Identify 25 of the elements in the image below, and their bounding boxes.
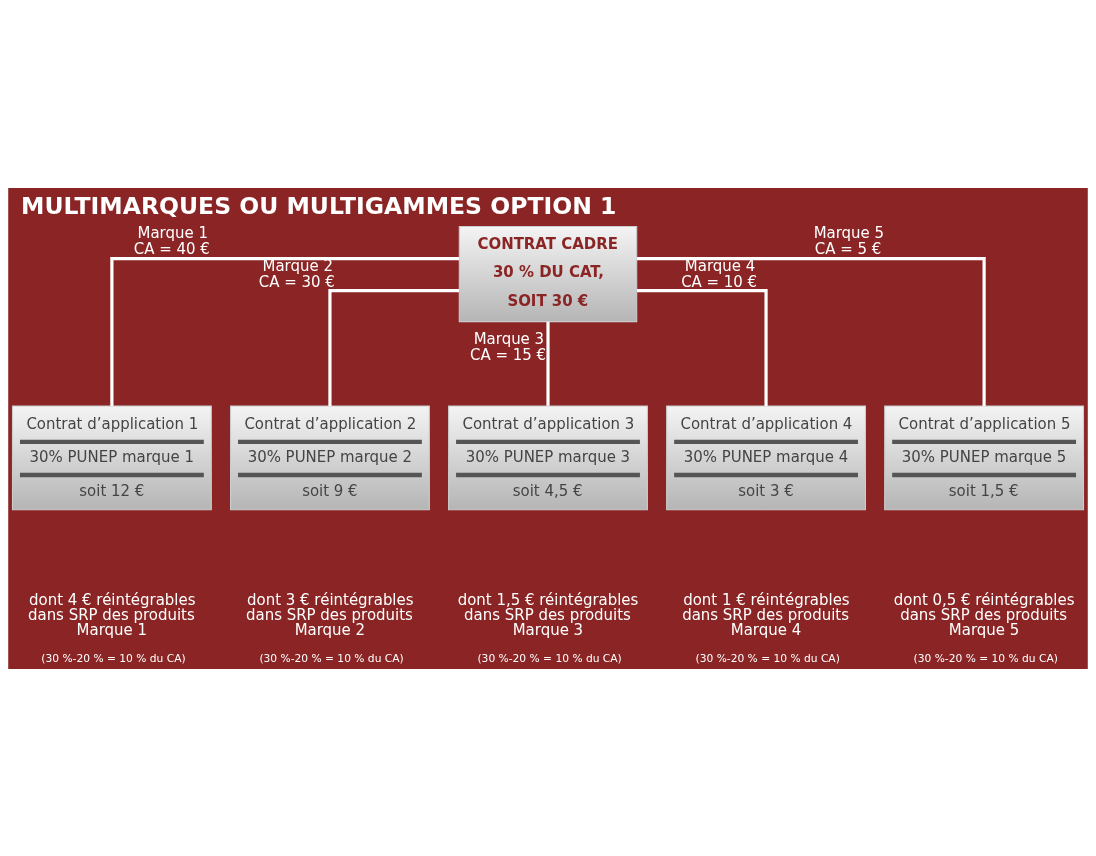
- connector: [546, 321, 550, 406]
- edge-label: Marque 1 CA = 40 €: [133, 223, 210, 258]
- node-label: (30 %-20 % = 10 % du CA): [41, 651, 186, 665]
- connector: [636, 256, 986, 406]
- diagram-title: MULTIMARQUES OU MULTIGAMMES OPTION 1: [21, 191, 617, 220]
- node-box: CONTRAT CADRE 30 % DU CAT, SOIT 30 €: [458, 225, 638, 322]
- node-box: Contrat d’application 4 30% PUNEP marque 4 soit 3 €: [666, 405, 866, 510]
- edge-label: Marque 3 CA = 15 €: [469, 329, 546, 364]
- node-label: (30 %-20 % = 10 % du CA): [695, 651, 840, 665]
- node-label: dont 3 € réintégrables dans SRP des produits Marque 2: [246, 590, 414, 639]
- connector: [637, 288, 768, 406]
- node-box: Contrat d’application 5 30% PUNEP marque 5 soit 1,5 €: [884, 405, 1085, 510]
- node-box: Contrat d’application 2 30% PUNEP marque 2 soit 9 €: [230, 405, 430, 510]
- node-label: dont 1,5 € réintégrables dans SRP des produits Marque 3: [457, 590, 639, 639]
- node-label: dont 1 € réintégrables dans SRP des produits Marque 4: [682, 590, 850, 639]
- node-box: Contrat d’application 1 30% PUNEP marque 1 soit 12 €: [11, 405, 212, 510]
- node-label: (30 %-20 % = 10 % du CA): [259, 651, 404, 665]
- node-label: dont 0,5 € réintégrables dans SRP des produits Marque 5: [893, 590, 1075, 639]
- connector: [110, 256, 460, 406]
- connector: [328, 288, 459, 406]
- edge-label: Marque 5 CA = 5 €: [813, 223, 885, 258]
- node-label: dont 4 € réintégrables dans SRP des produits Marque 1: [27, 590, 196, 639]
- node-box: Contrat d’application 3 30% PUNEP marque 3 soit 4,5 €: [448, 405, 648, 510]
- node-label: (30 %-20 % = 10 % du CA): [913, 651, 1058, 665]
- node-label: (30 %-20 % = 10 % du CA): [477, 651, 622, 665]
